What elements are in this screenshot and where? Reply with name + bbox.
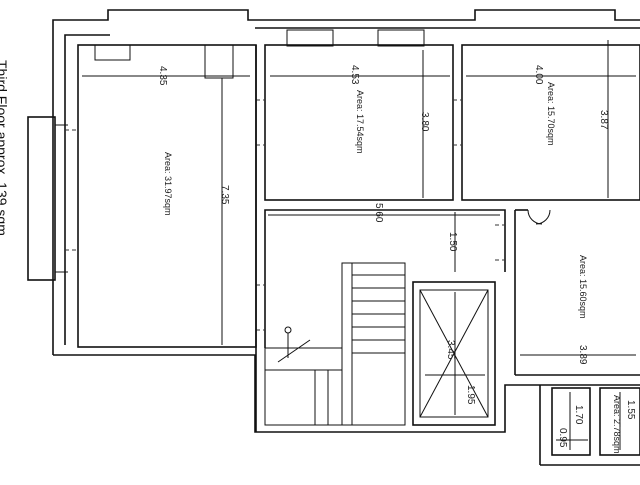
lift-width: 1.95 [465, 385, 476, 405]
room-2: 4.53 3.80 Area: 17.54sqm [256, 29, 454, 201]
room-5-area: Area: 2.78sqm [612, 395, 622, 454]
room-1-width: 4.35 [157, 66, 168, 86]
room-5: 1.55 Area: 2.78sqm [599, 387, 640, 456]
lift-shaft: 3.45 1.95 [412, 281, 496, 426]
small-room-depth: 1.70 [573, 405, 584, 425]
room-3: 4.00 3.87 Area: 15.70sqm [453, 40, 640, 201]
room-2-area: Area: 17.54sqm [355, 90, 365, 154]
room-5-width: 1.55 [625, 400, 636, 420]
lift-depth: 3.45 [445, 340, 456, 360]
room-2-length: 3.80 [419, 112, 430, 132]
room-4-area: Area: 15.60sqm [578, 255, 588, 319]
exterior-walls [52, 9, 640, 466]
hall-depth: 1.50 [447, 232, 458, 252]
room-2-width: 4.53 [349, 65, 360, 85]
room-1-area: Area: 31.97sqm [163, 152, 173, 216]
small-room: 1.70 0.95 [551, 387, 591, 456]
staircase [264, 262, 406, 426]
room-1-length: 7.35 [219, 185, 230, 205]
hallway: 5.60 1.50 [256, 203, 506, 348]
room-3-area: Area: 15.70sqm [546, 82, 556, 146]
bay-window [27, 116, 68, 281]
room-4: 3.89 Area: 15.60sqm [514, 209, 640, 376]
room-1: 4.35 7.35 Area: 31.97sqm [65, 44, 257, 348]
floor-label: Third Floor approx. 139 sqm [0, 60, 10, 236]
room-3-width: 4.00 [533, 65, 544, 85]
room-3-length: 3.87 [598, 110, 609, 130]
hall-width: 5.60 [373, 203, 384, 223]
room-4-width: 3.89 [577, 345, 588, 365]
small-room-width: 0.95 [557, 428, 568, 448]
